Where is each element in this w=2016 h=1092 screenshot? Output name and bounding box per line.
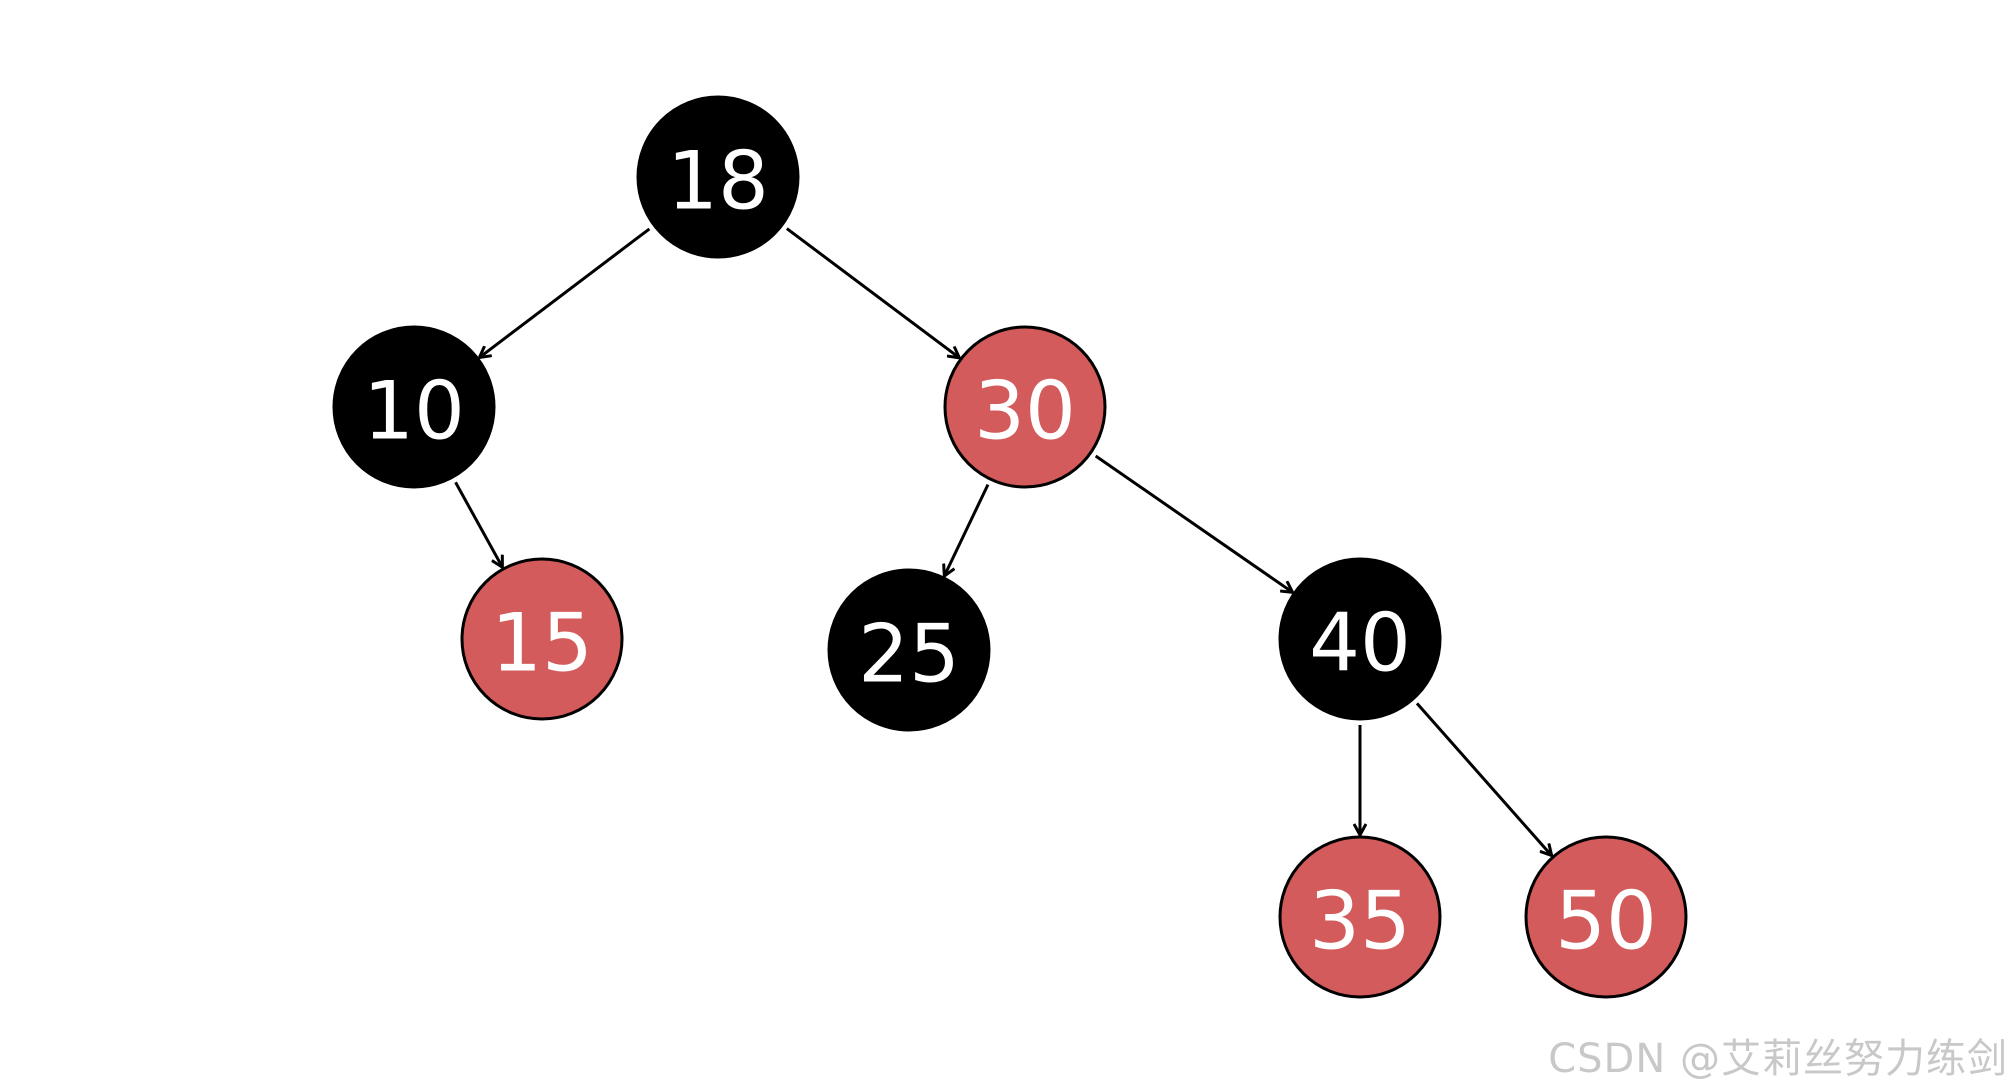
node-circle-40 — [1278, 557, 1442, 721]
node-circle-15 — [460, 557, 624, 721]
node-15: 15 — [460, 557, 624, 721]
node-25: 25 — [827, 568, 991, 732]
node-circle-35 — [1278, 835, 1442, 999]
node-circle-18 — [636, 95, 800, 259]
node-30: 30 — [943, 325, 1107, 489]
node-40: 40 — [1278, 557, 1442, 721]
node-circle-30 — [943, 325, 1107, 489]
node-label-15: 15 — [491, 597, 593, 690]
node-50: 50 — [1524, 835, 1688, 999]
node-label-18: 18 — [667, 135, 769, 228]
node-label-50: 50 — [1555, 875, 1657, 968]
edge-10-to-15 — [454, 481, 503, 567]
edge-30-to-25 — [944, 483, 990, 576]
edges — [454, 227, 1552, 856]
node-circle-50 — [1524, 835, 1688, 999]
edge-40-to-50 — [1415, 702, 1552, 855]
edge-18-to-30 — [785, 227, 960, 358]
edge-30-to-40 — [1094, 454, 1293, 592]
node-label-10: 10 — [363, 365, 465, 458]
node-circle-25 — [827, 568, 991, 732]
node-label-25: 25 — [858, 608, 960, 701]
nodes: 18 10 30 15 25 40 35 50 — [332, 95, 1688, 999]
node-label-40: 40 — [1309, 597, 1411, 690]
node-18: 18 — [636, 95, 800, 259]
node-label-35: 35 — [1309, 875, 1411, 968]
edge-18-to-10 — [479, 227, 651, 358]
node-10: 10 — [332, 325, 496, 489]
node-label-30: 30 — [974, 365, 1076, 458]
node-35: 35 — [1278, 835, 1442, 999]
watermark-text: CSDN @艾莉丝努力练剑 — [1548, 1036, 2008, 1082]
node-circle-10 — [332, 325, 496, 489]
